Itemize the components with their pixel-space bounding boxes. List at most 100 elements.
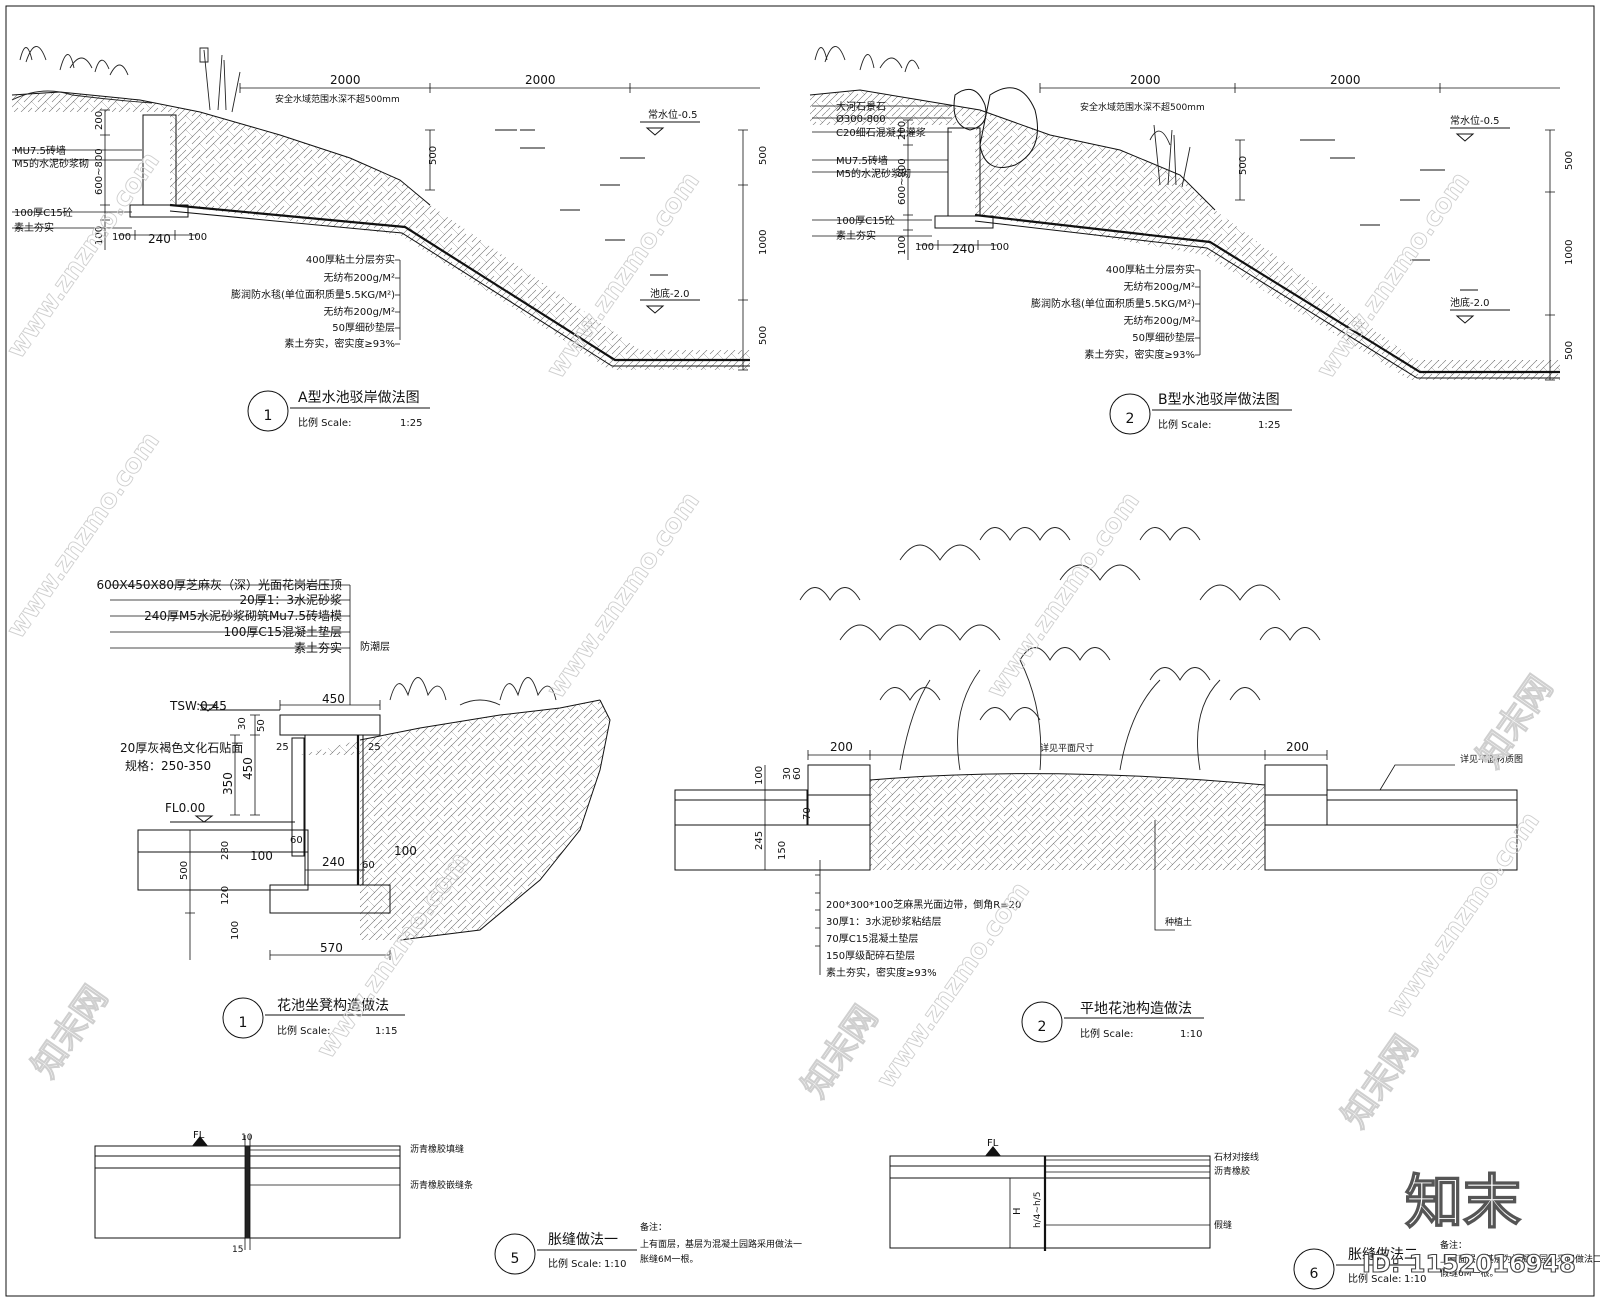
watermark-5: www.znzmo.com <box>541 487 706 704</box>
note-line-2: 假缝6M一根。 <box>1440 1267 1499 1279</box>
dim-150-label: 150 <box>777 841 788 860</box>
right-curb-base <box>1264 794 1328 826</box>
water-level-marker <box>640 121 700 136</box>
dim-left <box>100 109 110 250</box>
dim-240-label: 240 <box>952 242 975 256</box>
dim-25a-label: 25 <box>276 742 289 753</box>
dim-ticks-top <box>239 83 631 93</box>
dim-2000-a: 2000 <box>1130 73 1161 87</box>
leader-layers <box>395 259 401 345</box>
right-gravel <box>1264 824 1518 871</box>
layer-label-1: 400厚粘土分层夯实 <box>1106 263 1195 276</box>
joint-dim <box>244 1135 251 1250</box>
left-curb-base <box>807 794 871 826</box>
top-label-1: 600X450X80厚芝麻灰（深）光面花岗岩压顶 <box>96 577 342 592</box>
watermark-6: www.znzmo.com <box>981 487 1146 704</box>
dim-100-label: 100 <box>754 766 765 785</box>
left-paving-base <box>674 799 808 826</box>
joint-label-2: 沥青橡胶 <box>1214 1165 1250 1177</box>
fl-label: FL <box>193 1130 205 1141</box>
dim-245-label: 245 <box>754 831 765 850</box>
detail-number: 2 <box>1126 411 1135 427</box>
detail-number-circle <box>247 390 289 432</box>
layer-label-4: 无纺布200g/M² <box>1124 314 1195 327</box>
soil-surface <box>869 773 1266 786</box>
leader-left <box>812 105 952 237</box>
material-note: 详见平面材质图 <box>1460 753 1523 765</box>
water-ripples <box>1300 139 1478 291</box>
liner-upper <box>974 213 1560 374</box>
dim-570-label: 570 <box>320 941 343 955</box>
dim-bottom <box>918 240 998 250</box>
detail-c-planter-seat: 600X450X80厚芝麻灰（深）光面花岗岩压顶 20厚1：3水泥砂浆 240厚… <box>96 577 611 1039</box>
dim-280-label: 280 <box>220 841 231 860</box>
detail-number: 1 <box>239 1015 248 1031</box>
layer-label-5: 50厚细砂垫层 <box>332 321 395 334</box>
layer-label-5: 50厚细砂垫层 <box>1132 331 1195 344</box>
dim-far-left-v <box>185 829 195 960</box>
left-gravel <box>674 824 871 871</box>
dim-2000-b: 2000 <box>1330 73 1361 87</box>
detail-a-revetment: 2000 2000 安全水域范围水深不超500mm 常水位-0.5 池底-2.0… <box>11 46 769 432</box>
concrete-base <box>889 1177 1211 1249</box>
sheet-border <box>5 5 1595 1297</box>
top-label-5: 素土夯实 <box>294 640 342 655</box>
top-leaders <box>110 584 351 705</box>
layer-label-4: 无纺布200g/M² <box>324 305 395 318</box>
dim-500-mid-label: 500 <box>428 146 439 165</box>
fl-label: FL <box>987 1138 999 1149</box>
reed-icon <box>1149 124 1191 188</box>
pool-bottom-marker <box>1450 309 1510 324</box>
planter-outline <box>399 699 611 941</box>
dim-500-mid-label: 500 <box>1238 156 1249 175</box>
detail-title: 平地花池构造做法 <box>1080 1001 1192 1017</box>
scale-value: 1:15 <box>375 1026 397 1037</box>
top-label-3: 240厚M5水泥砂浆砌筑Mu7.5砖墙模 <box>144 608 342 623</box>
note-line-1: 上有面层，基层为混凝土园路采用做法二 <box>1440 1253 1600 1265</box>
dim-570 <box>269 950 391 960</box>
detail-title: 胀缝做法二 <box>1348 1247 1418 1263</box>
dim-h-label: H <box>1012 1207 1023 1215</box>
layer-label-2: 30厚1：3水泥砂浆粘结层 <box>826 915 941 928</box>
dim-70-label: 70 <box>802 807 813 820</box>
dim-left-v <box>250 714 260 816</box>
right-paving-top <box>1326 789 1518 801</box>
dim-60-label: 60 <box>792 767 803 780</box>
brand-logo: 知末 <box>1405 1168 1521 1236</box>
left-label-4: MU7.5砖墙 <box>836 154 888 167</box>
water-level-label: 常水位-0.5 <box>1450 114 1500 127</box>
left-label-3: C20细石混凝土灌浆 <box>836 126 926 139</box>
detail-number-circle <box>1021 1001 1063 1043</box>
scale-label: 比例 Scale: <box>1158 418 1211 431</box>
dim-240-label: 240 <box>148 232 171 246</box>
planting-soil-hatch <box>870 773 1265 870</box>
soil-label: 种植土 <box>1165 916 1192 928</box>
spec-label: 规格：250-350 <box>125 758 211 773</box>
left-label-4: 素土夯实 <box>14 221 54 234</box>
dim-500-right-label: 500 <box>758 146 769 165</box>
dim-200a-label: 200 <box>830 740 853 754</box>
water-level-label: 常水位-0.5 <box>648 108 698 121</box>
left-label-5: M5的水泥砂浆砌 <box>836 167 911 180</box>
dim-25b-label: 25 <box>368 742 381 753</box>
leader-layers <box>1195 269 1201 356</box>
watermark-4: www.znzmo.com <box>1 427 166 644</box>
scale-value: 1:25 <box>400 418 422 429</box>
boulder-small-icon <box>953 88 987 131</box>
scale-value: 1:10 <box>604 1259 626 1270</box>
note-line-2: 胀缝6M一根。 <box>640 1253 699 1265</box>
joint-label-1: 石材对接线 <box>1214 1151 1259 1163</box>
dim-1000-label: 1000 <box>758 230 769 255</box>
dim-600-800-label: 600~800 <box>94 148 105 195</box>
fl-marker <box>170 815 295 823</box>
shrub-icon <box>389 677 557 706</box>
dim-120-label: 120 <box>220 886 231 905</box>
joint-label-1: 沥青橡胶填缝 <box>410 1143 464 1155</box>
pool-bottom-marker <box>640 299 700 314</box>
joint-label-2: 沥青橡胶嵌缝条 <box>410 1179 473 1191</box>
dim-500-right-label: 500 <box>1564 151 1575 170</box>
image-id: ID: 1152016948 <box>1362 1250 1576 1278</box>
dim-60b-label: 60 <box>362 860 375 871</box>
dim-2000-a: 2000 <box>330 73 361 87</box>
